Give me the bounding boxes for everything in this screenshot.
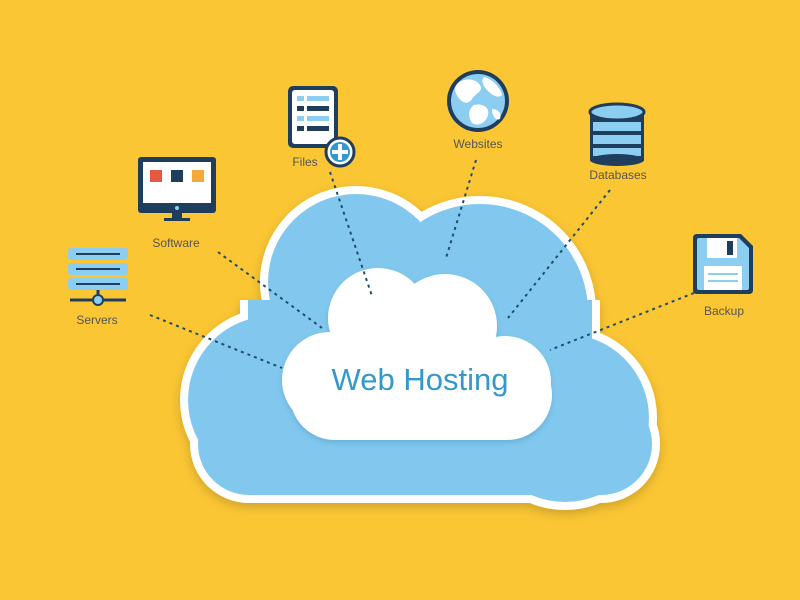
label-websites: Websites — [453, 137, 502, 151]
floppy-disk-icon — [693, 234, 753, 294]
connector-websites — [445, 159, 477, 259]
connector-servers — [149, 314, 283, 369]
database-icon — [588, 102, 646, 166]
label-servers: Servers — [76, 313, 117, 327]
globe-icon — [447, 70, 509, 132]
connectors — [149, 159, 695, 369]
label-backup: Backup — [704, 304, 744, 318]
label-files: Files — [292, 155, 317, 169]
title-cloud — [282, 268, 552, 440]
monitor-icon — [138, 157, 216, 221]
document-add-icon — [288, 86, 356, 168]
label-databases: Databases — [589, 168, 646, 182]
title: Web Hosting — [332, 362, 509, 397]
label-software: Software — [152, 236, 200, 250]
connector-backup — [549, 292, 695, 351]
connector-files — [329, 171, 373, 297]
hosting-cloud — [180, 186, 660, 510]
server-rack-icon — [68, 248, 128, 306]
connector-software — [217, 251, 323, 329]
